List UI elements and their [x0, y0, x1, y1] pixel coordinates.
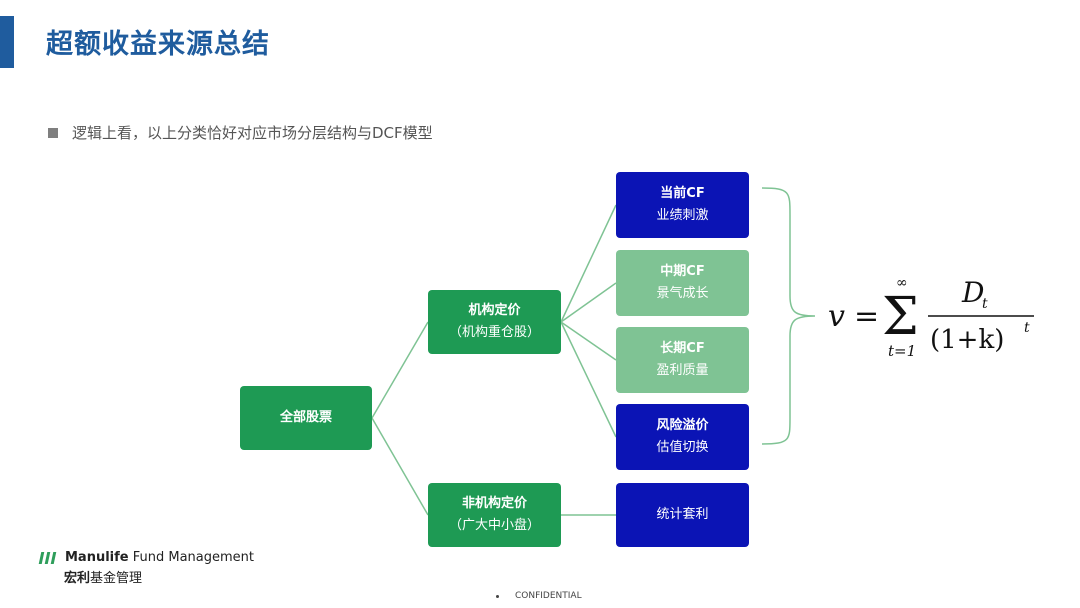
- leaf-subtitle: 景气成长: [656, 286, 709, 301]
- leaf-current-cf: 当前CF 业绩刺激: [616, 172, 749, 238]
- connector-root-noninstitutional: [371, 417, 429, 516]
- leaf-subtitle: 盈利质量: [656, 363, 709, 378]
- footer-dot-icon: [496, 594, 499, 598]
- bullet-square-icon: [48, 127, 58, 138]
- formula-denominator-sup: t: [1024, 320, 1030, 336]
- bullet-point: 逻辑上看，以上分类恰好对应市场分层结构与DCF模型: [48, 122, 433, 143]
- formula-numerator: D: [961, 276, 984, 309]
- leaf-long-term-cf: 长期CF 盈利质量: [616, 327, 749, 393]
- formula-equals: =: [854, 299, 879, 334]
- leaf-subtitle: 业绩刺激: [656, 208, 709, 223]
- footer-confidential: CONFIDENTIAL: [515, 591, 582, 601]
- dcf-formula: v = ∞ Σ t=1 D t (1+k) t: [828, 275, 1034, 360]
- leaf-subtitle: 估值切换: [656, 440, 709, 455]
- root-node-all-stocks: 全部股票: [240, 386, 372, 450]
- leaf-title: 中期CF: [660, 264, 705, 279]
- connector-inst-leaf-2: [560, 282, 617, 323]
- formula-lhs: v: [828, 299, 845, 334]
- sigma-icon: Σ: [882, 287, 919, 347]
- connector-inst-leaf-1: [560, 204, 617, 323]
- footer: CONFIDENTIAL: [496, 591, 582, 601]
- connector-inst-leaf-4: [560, 321, 617, 438]
- leaf-title: 长期CF: [660, 341, 705, 356]
- node-non-institutional-pricing: 非机构定价 （广大中小盘）: [428, 483, 561, 547]
- logo-english-name: Manulife Fund Management: [65, 550, 255, 565]
- formula-sum-upper: ∞: [896, 275, 908, 291]
- formula-sum-lower: t=1: [888, 342, 916, 360]
- node-subtitle: （广大中小盘）: [448, 518, 540, 533]
- right-brace: [761, 187, 816, 445]
- root-node-label: 全部股票: [279, 410, 332, 425]
- node-institutional-pricing: 机构定价 （机构重仓股）: [428, 290, 561, 354]
- logo-chinese-name: 宏利基金管理: [64, 571, 143, 586]
- connector-root-institutional: [371, 321, 429, 419]
- formula-denominator: (1+k): [930, 325, 1004, 355]
- manulife-logo: Manulife Fund Management 宏利基金管理: [38, 550, 255, 586]
- node-title: 机构定价: [468, 303, 521, 318]
- leaf-title: 当前CF: [660, 186, 705, 201]
- leaf-mid-term-cf: 中期CF 景气成长: [616, 250, 749, 316]
- leaf-title: 统计套利: [656, 507, 709, 522]
- connector-inst-leaf-3: [560, 321, 617, 361]
- node-subtitle: （机构重仓股）: [448, 325, 540, 340]
- formula-numerator-sub: t: [982, 296, 988, 312]
- node-title: 非机构定价: [461, 496, 527, 511]
- title-accent-bar: [0, 16, 14, 68]
- page-title: 超额收益来源总结: [46, 29, 270, 60]
- leaf-title: 风险溢价: [656, 418, 709, 433]
- leaf-statistical-arbitrage: 统计套利: [616, 483, 749, 547]
- bullet-text: 逻辑上看，以上分类恰好对应市场分层结构与DCF模型: [72, 124, 433, 142]
- leaf-risk-premium: 风险溢价 估值切换: [616, 404, 749, 470]
- manulife-mark-icon: [38, 551, 57, 564]
